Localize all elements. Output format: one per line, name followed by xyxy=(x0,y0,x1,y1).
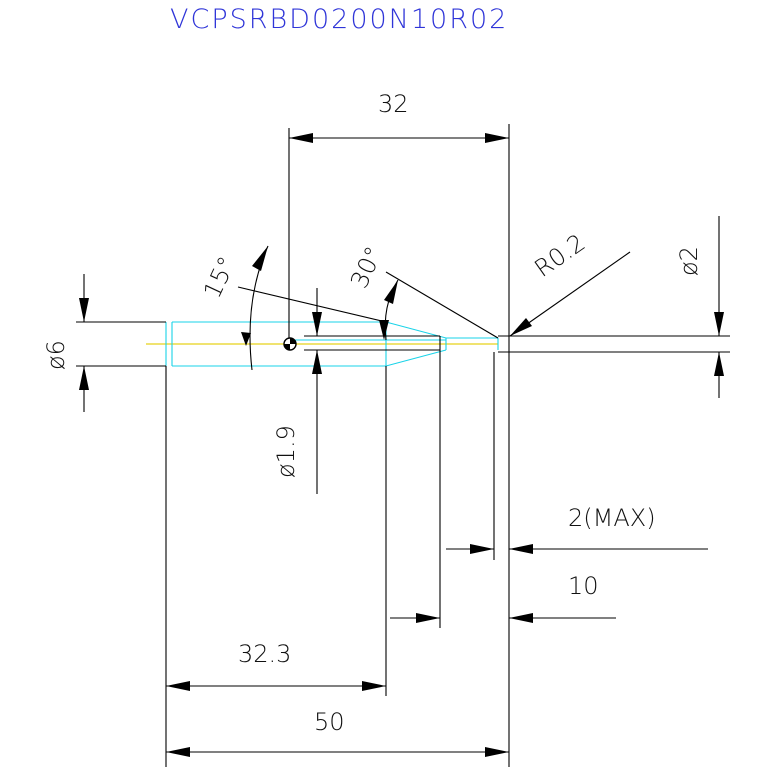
dim-angle-30: 30° xyxy=(345,242,499,341)
dim-32-3: 32.3 xyxy=(165,366,387,767)
dim-32-3-label: 32.3 xyxy=(238,640,291,668)
dim-diameter-6: ø6 xyxy=(42,274,166,412)
dim-radius: R0.2 xyxy=(509,229,631,337)
dim-10-label: 10 xyxy=(568,572,599,600)
dim-32-top: 32 xyxy=(288,90,510,560)
dim-angle-30-label: 30° xyxy=(345,242,388,292)
dim-2-max-label: 2(MAX) xyxy=(568,504,656,532)
neck-lines xyxy=(304,335,730,353)
dim-2-max: 2(MAX) xyxy=(446,352,708,560)
dim-10: 10 xyxy=(390,350,616,767)
dim-50-label: 50 xyxy=(314,708,345,736)
drawing-title: VCPSRBD0200N10R02 xyxy=(170,4,508,35)
origin-marker-icon xyxy=(283,337,297,351)
dim-diameter-1-9-label: ø1.9 xyxy=(272,425,300,478)
dim-diameter-6-label: ø6 xyxy=(42,340,70,370)
dim-diameter-1-9: ø1.9 xyxy=(272,288,322,494)
dim-diameter-2-label: ø2 xyxy=(675,246,703,276)
dim-50: 50 xyxy=(166,708,509,757)
dim-radius-label: R0.2 xyxy=(529,229,590,283)
dim-angle-15-label: 15° xyxy=(198,252,241,302)
dim-32-top-label: 32 xyxy=(378,90,409,118)
dim-diameter-2: ø2 xyxy=(675,216,724,398)
